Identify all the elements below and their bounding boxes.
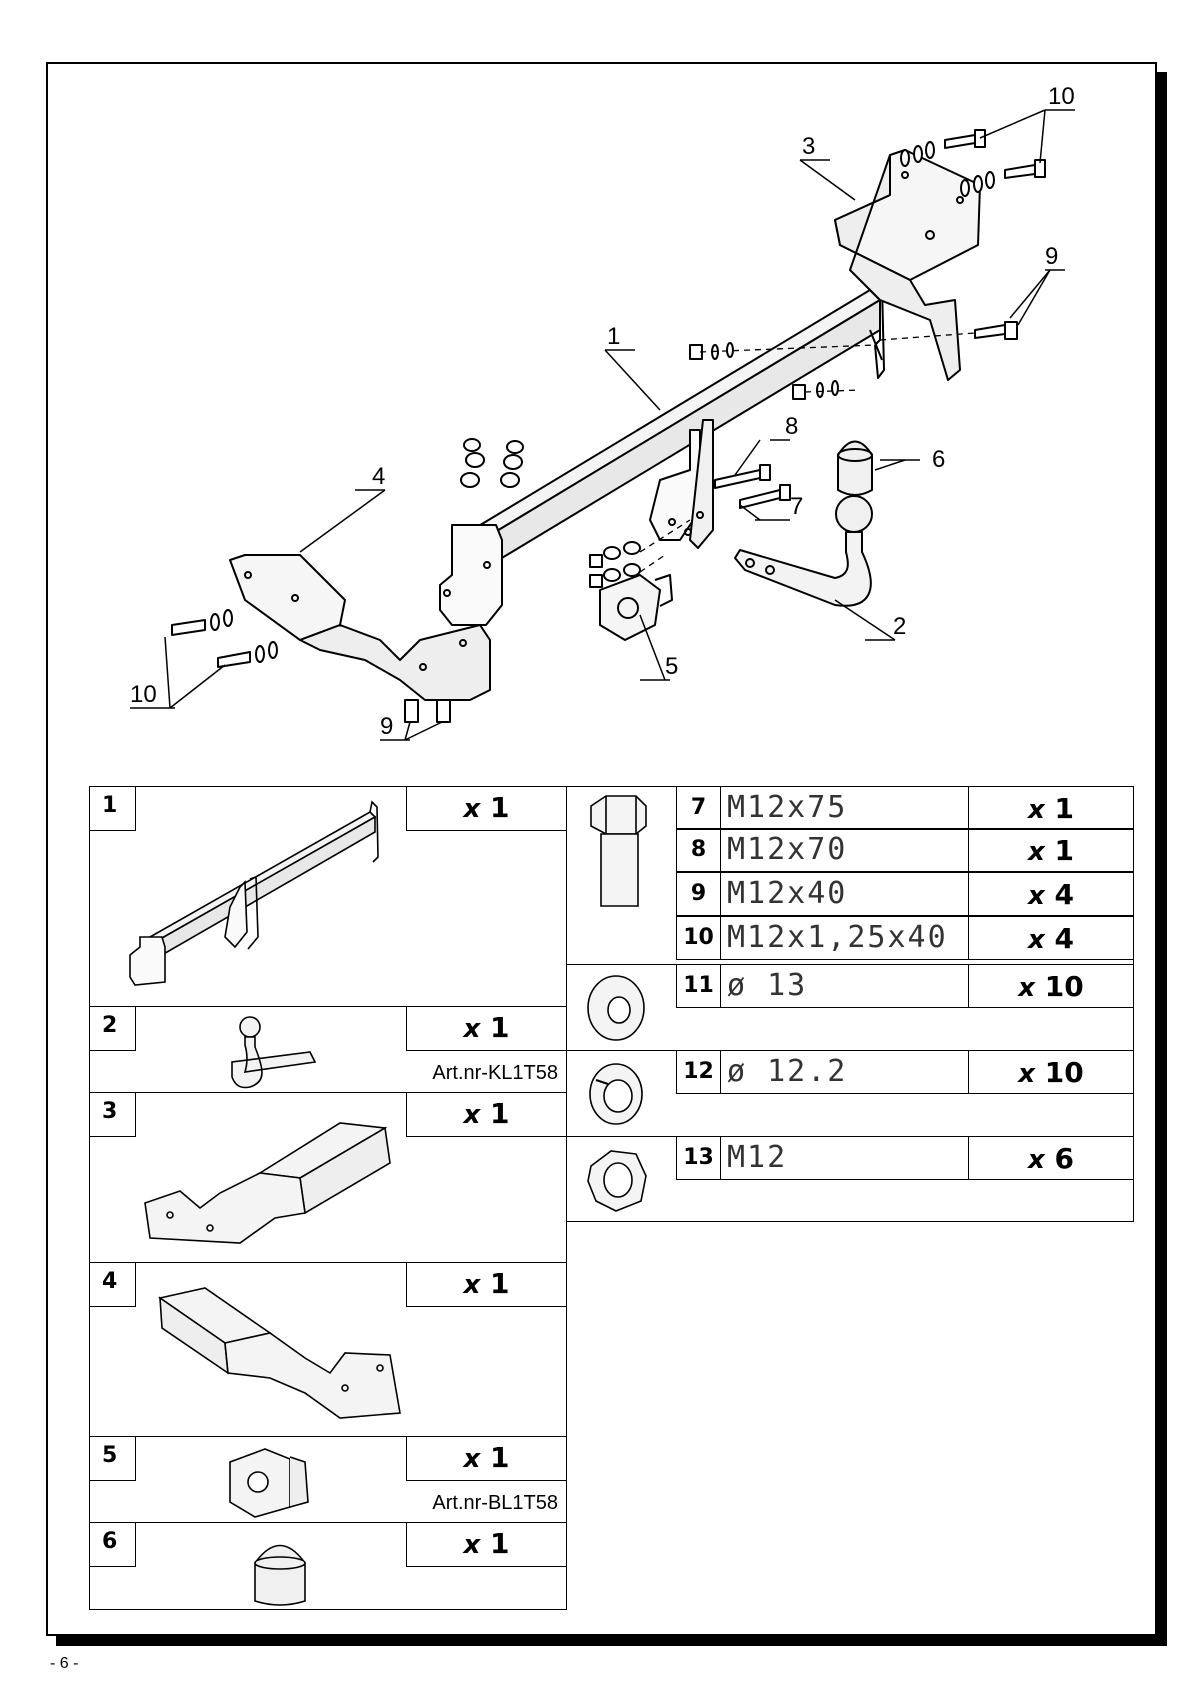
callout-1: 1 — [607, 323, 620, 350]
spec-row-8: 8 M12x70 x 1 — [676, 828, 1134, 872]
spec-row-13: 13 M12 x 6 — [676, 1136, 1134, 1180]
ball-cap-thumbnail — [254, 1544, 306, 1606]
spec-qty: x 10 — [1018, 1056, 1084, 1089]
part-row-1: 1 x 1 — [89, 786, 567, 1008]
crossbar-thumbnail — [129, 800, 379, 986]
spec-row-7: 7 M12x75 x 1 — [676, 786, 1134, 830]
socket-plate-thumbnail — [229, 1448, 309, 1518]
spec-text: ø 12.2 — [721, 1051, 969, 1093]
crossbar-part-1 — [439, 279, 885, 626]
spec-qty: x 4 — [1027, 878, 1074, 911]
callout-4: 4 — [372, 463, 385, 490]
spring-washer-icon — [589, 1063, 643, 1125]
part-qty: x 1 — [406, 1523, 566, 1567]
callout-7: 7 — [790, 493, 803, 520]
part-number: 4 — [90, 1263, 136, 1307]
part-row-5: 5 x 1 Art.nr-BL1T58 — [89, 1436, 567, 1524]
spec-qty: x 10 — [1018, 970, 1084, 1003]
hex-nut-icon — [587, 1150, 647, 1212]
part-qty: x 1 — [406, 1093, 566, 1137]
page-number: - 6 - — [50, 1655, 79, 1672]
spec-row-10: 10 M12x1,25x40 x 4 — [676, 916, 1134, 960]
towball-part-2 — [734, 495, 873, 607]
spec-text: M12x75 — [721, 787, 969, 829]
fasteners — [171, 129, 1046, 723]
part-number: 6 — [90, 1523, 136, 1567]
bolt-group — [566, 786, 1134, 966]
part-qty: x 1 — [406, 1007, 566, 1051]
callout-3: 3 — [802, 133, 815, 160]
bracket-3-thumbnail — [144, 1122, 391, 1244]
callout-8: 8 — [785, 413, 798, 440]
callout-9-bottom: 9 — [380, 713, 393, 740]
spec-text: M12x70 — [721, 829, 969, 871]
spec-qty: x 6 — [1027, 1142, 1074, 1175]
callout-10-bottom: 10 — [130, 681, 157, 708]
callout-10-top: 10 — [1048, 83, 1075, 110]
part-qty: x 1 — [406, 787, 566, 831]
spec-row-12: 12 ø 12.2 x 10 — [676, 1050, 1134, 1094]
callout-9-top: 9 — [1045, 243, 1058, 270]
part-row-3: 3 x 1 — [89, 1092, 567, 1264]
bolt-icon — [590, 795, 647, 907]
callout-5: 5 — [665, 653, 678, 680]
callout-6: 6 — [932, 446, 945, 473]
bracket-4-thumbnail — [158, 1287, 401, 1419]
spec-text: M12 — [721, 1137, 969, 1179]
spec-qty: x 4 — [1027, 922, 1074, 955]
article-number: Art.nr-KL1T58 — [432, 1062, 558, 1084]
towball-thumbnail — [231, 1016, 317, 1089]
article-number: Art.nr-BL1T58 — [432, 1492, 558, 1514]
part-qty: x 1 — [406, 1437, 566, 1481]
spring-washer-group — [566, 1050, 1134, 1138]
part-qty: x 1 — [406, 1263, 566, 1307]
part-number: 5 — [90, 1437, 136, 1481]
spec-qty: x 1 — [1027, 834, 1074, 867]
ball-cap-part-6 — [837, 440, 873, 496]
spec-row-9: 9 M12x40 x 4 — [676, 872, 1134, 916]
part-number: 1 — [90, 787, 136, 831]
part-row-4: 4 x 1 — [89, 1262, 567, 1438]
flat-washer-icon — [587, 975, 645, 1041]
part-row-6: 6 x 1 — [89, 1522, 567, 1610]
bracket-part-3 — [834, 149, 981, 381]
socket-plate-part-5 — [599, 574, 673, 641]
callout-2: 2 — [893, 613, 906, 640]
spec-text: ø 13 — [721, 965, 969, 1007]
spec-text: M12x1,25x40 — [721, 917, 969, 959]
part-row-2: 2 x 1 Art.nr-KL1T58 — [89, 1006, 567, 1094]
washer-group — [566, 964, 1134, 1052]
part-number: 3 — [90, 1093, 136, 1137]
part-number: 2 — [90, 1007, 136, 1051]
spec-qty: x 1 — [1027, 792, 1074, 825]
spec-row-11: 11 ø 13 x 10 — [676, 964, 1134, 1008]
assembly-drawing: 1 2 3 4 5 6 7 8 9 9 10 10 — [130, 83, 1075, 741]
bracket-part-4 — [229, 554, 491, 701]
spec-text: M12x40 — [721, 873, 969, 915]
